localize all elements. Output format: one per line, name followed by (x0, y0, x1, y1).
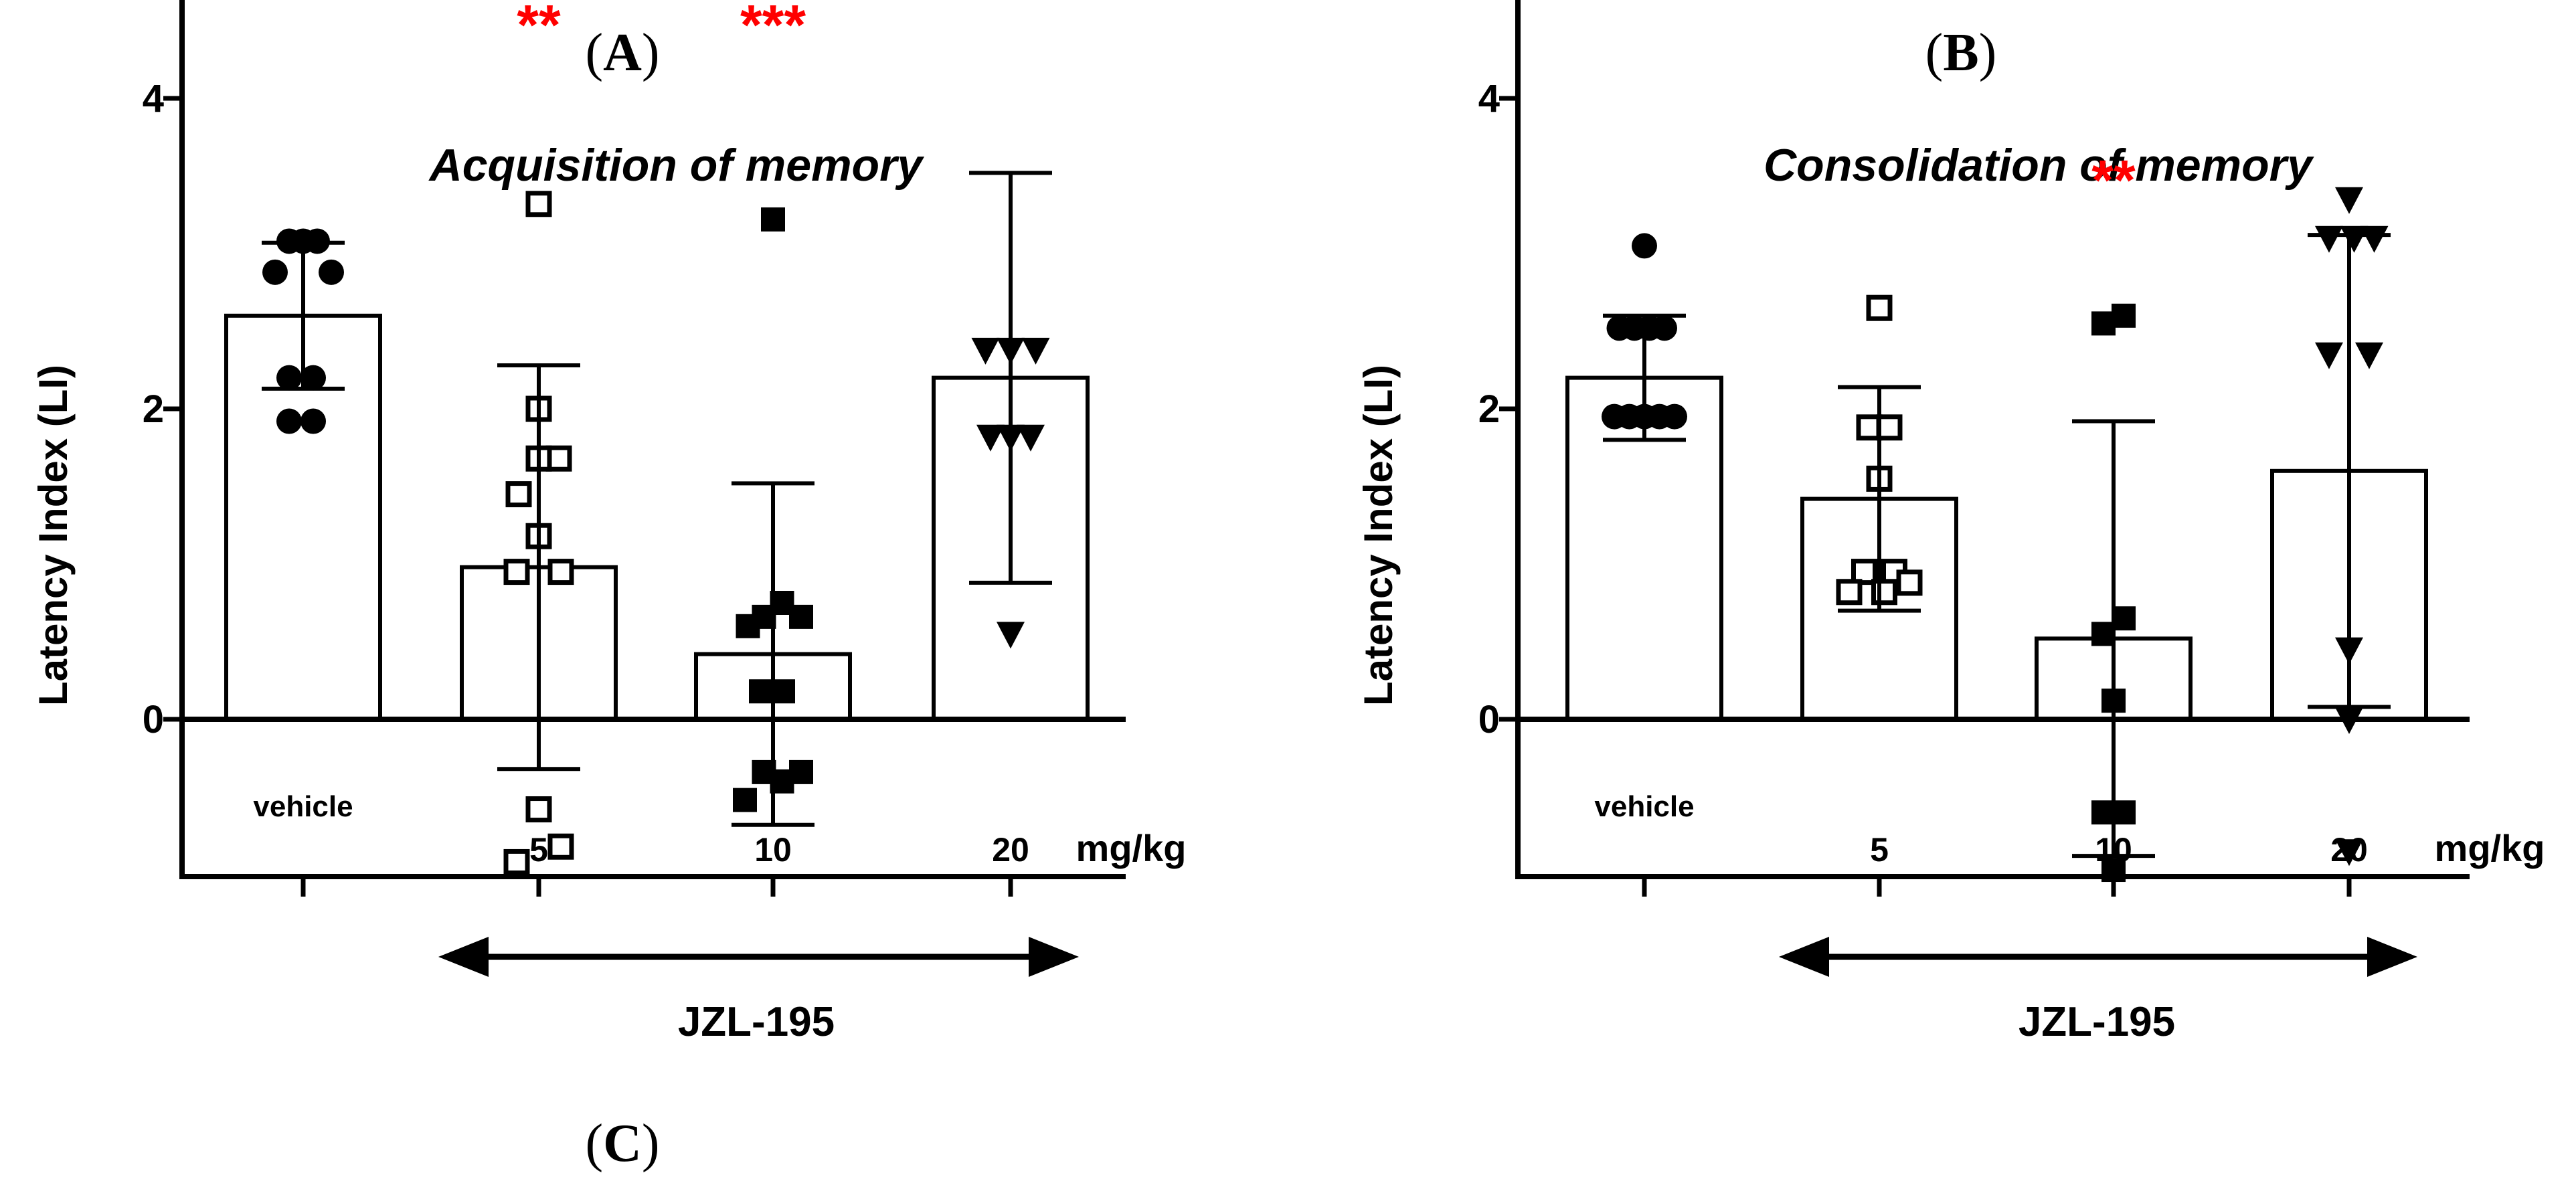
drug-label: JZL-195 (2019, 999, 2175, 1045)
data-point (733, 788, 757, 812)
data-point (1836, 579, 1863, 606)
data-point (300, 365, 326, 391)
panel-a-letter: (A) (585, 23, 659, 82)
category-label: 10 (2095, 831, 2132, 869)
arrow-head-left (438, 937, 489, 977)
data-point (2335, 839, 2363, 867)
y-axis-label: Latency Index (LI) (31, 365, 76, 706)
data-point (2315, 342, 2343, 369)
category-label: vehicle (253, 790, 353, 823)
data-point (1017, 424, 1045, 452)
data-point (1652, 315, 1677, 341)
data-point (505, 481, 532, 508)
y-tick-label: 0 (1478, 698, 1500, 741)
significance-marker: ** (2091, 149, 2136, 211)
arrow-head-right (1029, 937, 1079, 977)
arrow-head-left (1779, 937, 1829, 977)
data-point (503, 559, 530, 585)
chart-consolidation: Consolidation of memory Latency Index (L… (1356, 0, 2545, 1045)
significance-marker: ** (517, 0, 561, 56)
chart-acquisition: Acquisition of memory Latency Index (LI)… (31, 0, 1186, 1045)
data-point (976, 424, 1005, 452)
category-label: vehicle (1594, 790, 1694, 823)
data-point (1871, 579, 1897, 606)
category-label: 10 (754, 831, 792, 869)
data-point (1876, 414, 1903, 441)
data-point (2340, 225, 2369, 253)
drug-label: JZL-195 (678, 999, 835, 1045)
data-point (547, 559, 574, 585)
chart-title: Consolidation of memory (1764, 140, 2314, 191)
data-point (997, 622, 1025, 649)
data-point (547, 833, 574, 860)
y-tick-label: 2 (143, 387, 164, 431)
data-point (276, 365, 302, 391)
data-point (2355, 342, 2383, 369)
arrow-head-right (2367, 937, 2417, 977)
y-tick-label: 4 (1478, 77, 1500, 120)
data-point (319, 259, 344, 285)
category-label: 5 (1870, 831, 1889, 869)
significance-marker: *** (740, 0, 806, 56)
panel-b-letter: (B) (1925, 23, 1997, 82)
y-tick-label: 2 (1478, 387, 1500, 431)
unit-label: mg/kg (1076, 827, 1187, 869)
data-point (1021, 337, 1050, 365)
category-label: 20 (992, 831, 1029, 869)
data-point (1662, 403, 1687, 430)
category-label: 20 (2330, 831, 2368, 869)
data-point (749, 679, 773, 704)
data-point (2335, 187, 2363, 214)
data-point (276, 408, 302, 434)
data-point (2360, 225, 2389, 253)
unit-label: mg/kg (2435, 827, 2545, 869)
data-point (2335, 707, 2363, 734)
data-point (1896, 569, 1923, 596)
data-point (2315, 225, 2343, 253)
y-axis-label: Latency Index (LI) (1356, 365, 1401, 706)
y-tick-label: 0 (143, 698, 164, 741)
data-point (2101, 858, 2126, 883)
category-label: 5 (529, 831, 548, 869)
panel-c-letter: (C) (585, 1114, 659, 1173)
data-point (300, 408, 326, 434)
data-point (1632, 233, 1657, 259)
data-point (503, 848, 530, 875)
data-point (789, 604, 813, 629)
y-tick-label: 4 (143, 77, 164, 120)
data-point (761, 207, 785, 232)
chart-title: Acquisition of memory (428, 140, 925, 191)
data-point (1866, 294, 1893, 321)
data-point (789, 759, 813, 784)
data-point (525, 796, 552, 823)
data-point (971, 337, 1000, 365)
data-point (2112, 303, 2136, 328)
data-point (262, 259, 288, 285)
data-point (525, 191, 552, 217)
